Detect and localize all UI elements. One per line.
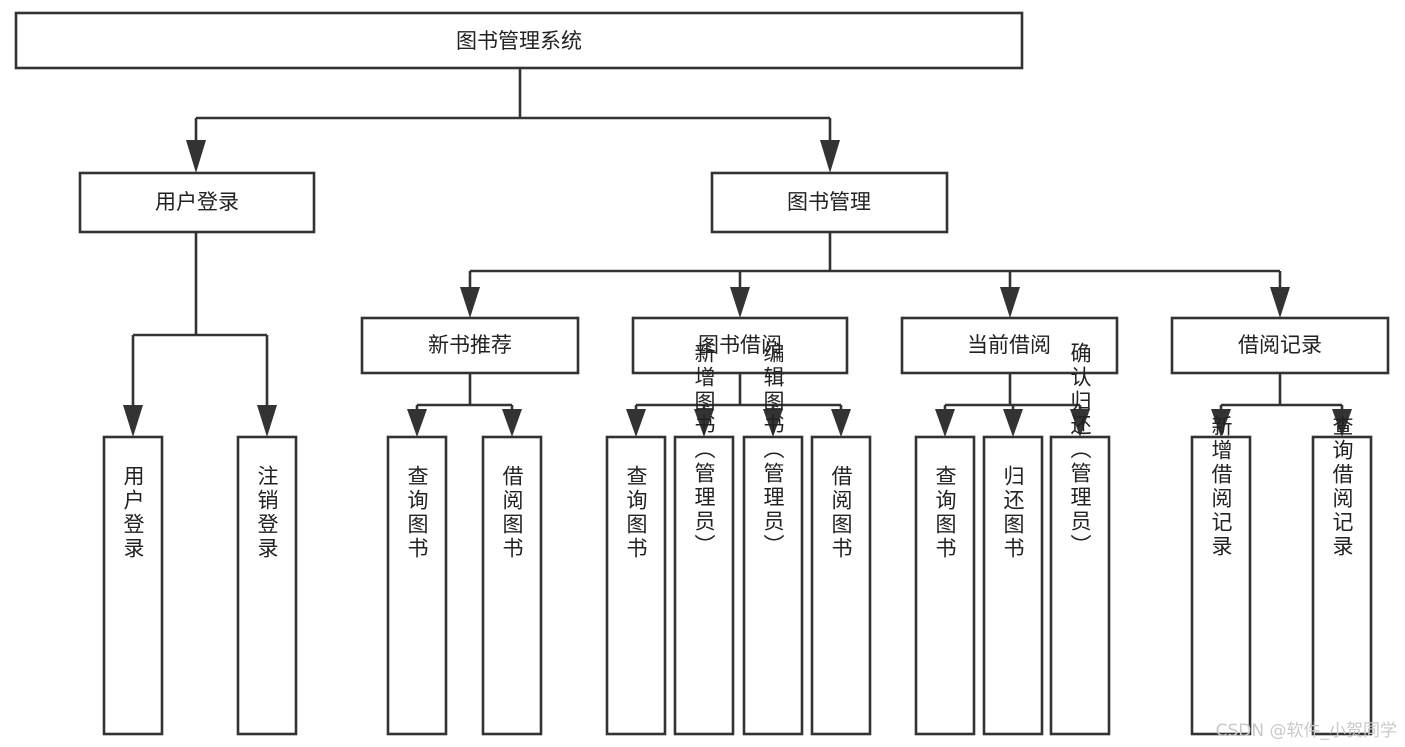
leaf-user-logout-label: 注销登录 <box>255 465 279 561</box>
leaf-query-book-1-label: 查询图书 <box>405 465 429 561</box>
leaf-return-book-box[interactable] <box>982 435 1044 736</box>
new-book-recommend-label: 新书推荐 <box>428 333 512 357</box>
current-borrow-box[interactable] <box>900 316 1119 375</box>
node-book-borrow[interactable]: 图书借阅 <box>631 316 849 375</box>
book-manage-label: 图书管理 <box>787 190 871 214</box>
connector-layer <box>123 68 1352 437</box>
leaf-query-book-3-box[interactable] <box>914 435 976 736</box>
arrowhead-book-manage <box>820 140 840 173</box>
arrowhead-leaf-query-record <box>1332 409 1352 437</box>
node-leaf-user-login[interactable]: 用户登录 <box>102 435 164 736</box>
leaf-user-logout-box[interactable] <box>236 435 298 736</box>
new-book-recommend-box[interactable] <box>360 316 580 375</box>
arrowhead-leaf-query-book-2 <box>626 409 646 437</box>
book-borrow-label: 图书借阅 <box>698 333 782 357</box>
leaf-edit-book-box[interactable] <box>742 435 804 736</box>
leaf-return-book-label: 归还图书 <box>1001 465 1025 561</box>
node-root[interactable]: 图书管理系统 <box>14 11 1024 70</box>
leaf-confirm-return-label: 确认归还（管理员） <box>1068 342 1092 558</box>
leaf-add-book-label: 新增图书（管理员） <box>692 342 716 558</box>
arrowhead-leaf-add-record <box>1211 409 1231 437</box>
leaf-add-record-box[interactable] <box>1190 435 1252 736</box>
arrowhead-leaf-confirm-return <box>1070 409 1090 437</box>
leaf-query-book-2-box[interactable] <box>605 435 667 736</box>
arrowhead-current-borrow <box>1000 287 1020 318</box>
root-box[interactable] <box>14 11 1024 70</box>
watermark-label: CSDN @软件_小贺同学 <box>1215 721 1397 741</box>
node-leaf-query-book-2[interactable]: 查询图书 <box>605 435 667 736</box>
borrow-record-box[interactable] <box>1170 316 1390 375</box>
leaf-query-record-box[interactable] <box>1311 435 1373 736</box>
node-user-login[interactable]: 用户登录 <box>78 171 316 234</box>
node-leaf-add-book[interactable]: 新增图书（管理员） <box>673 342 735 736</box>
node-leaf-borrow-book-2[interactable]: 借阅图书 <box>810 435 872 736</box>
root-label: 图书管理系统 <box>456 29 582 53</box>
arrowhead-leaf-user-logout <box>257 405 277 437</box>
user-login-box[interactable] <box>78 171 316 234</box>
leaf-query-book-3-label: 查询图书 <box>933 465 957 561</box>
borrow-record-label: 借阅记录 <box>1238 333 1322 357</box>
book-borrow-box[interactable] <box>631 316 849 375</box>
user-login-label: 用户登录 <box>155 190 239 214</box>
arrowhead-leaf-edit-book <box>763 409 783 437</box>
node-leaf-query-book-3[interactable]: 查询图书 <box>914 435 976 736</box>
leaf-user-login-label: 用户登录 <box>121 465 145 561</box>
node-leaf-add-record[interactable]: 新增借阅记录 <box>1190 415 1252 736</box>
node-leaf-confirm-return[interactable]: 确认归还（管理员） <box>1049 342 1111 736</box>
arrowhead-leaf-user-login <box>123 405 143 437</box>
arrowhead-user-login <box>186 140 206 173</box>
arrowhead-book-borrow <box>730 287 750 318</box>
node-borrow-record[interactable]: 借阅记录 <box>1170 316 1390 375</box>
node-leaf-borrow-book-1[interactable]: 借阅图书 <box>481 435 543 736</box>
arrowhead-leaf-add-book <box>694 409 714 437</box>
leaf-query-book-2-label: 查询图书 <box>624 465 648 561</box>
current-borrow-label: 当前借阅 <box>967 333 1051 357</box>
node-leaf-return-book[interactable]: 归还图书 <box>982 435 1044 736</box>
arrowhead-leaf-query-book-3 <box>935 409 955 437</box>
node-leaf-query-book-1[interactable]: 查询图书 <box>386 435 448 736</box>
leaf-query-book-1-box[interactable] <box>386 435 448 736</box>
arrowhead-leaf-borrow-book-2 <box>831 409 851 437</box>
leaf-borrow-book-1-label: 借阅图书 <box>500 465 524 561</box>
arrowhead-new-book-recommend <box>460 287 480 318</box>
leaf-add-book-box[interactable] <box>673 435 735 736</box>
node-leaf-edit-book[interactable]: 编辑图书（管理员） <box>742 342 804 736</box>
leaf-user-login-box[interactable] <box>102 435 164 736</box>
leaf-edit-book-label: 编辑图书（管理员） <box>761 342 785 558</box>
node-book-manage[interactable]: 图书管理 <box>710 171 949 234</box>
leaf-query-record-label: 查询借阅记录 <box>1330 415 1354 559</box>
arrowhead-leaf-borrow-book-1 <box>502 409 522 437</box>
arrowhead-leaf-query-book-1 <box>407 409 427 437</box>
book-manage-box[interactable] <box>710 171 949 234</box>
arrowhead-borrow-record <box>1270 287 1290 318</box>
leaf-add-record-label: 新增借阅记录 <box>1209 415 1233 559</box>
leaf-borrow-book-2-box[interactable] <box>810 435 872 736</box>
leaf-borrow-book-2-label: 借阅图书 <box>829 465 853 561</box>
leaf-confirm-return-box[interactable] <box>1049 435 1111 736</box>
node-leaf-query-record[interactable]: 查询借阅记录 <box>1311 415 1373 736</box>
arrowhead-leaf-return-book <box>1003 409 1023 437</box>
node-leaf-user-logout[interactable]: 注销登录 <box>236 435 298 736</box>
leaf-borrow-book-1-box[interactable] <box>481 435 543 736</box>
node-current-borrow[interactable]: 当前借阅 <box>900 316 1119 375</box>
node-new-book-recommend[interactable]: 新书推荐 <box>360 316 580 375</box>
